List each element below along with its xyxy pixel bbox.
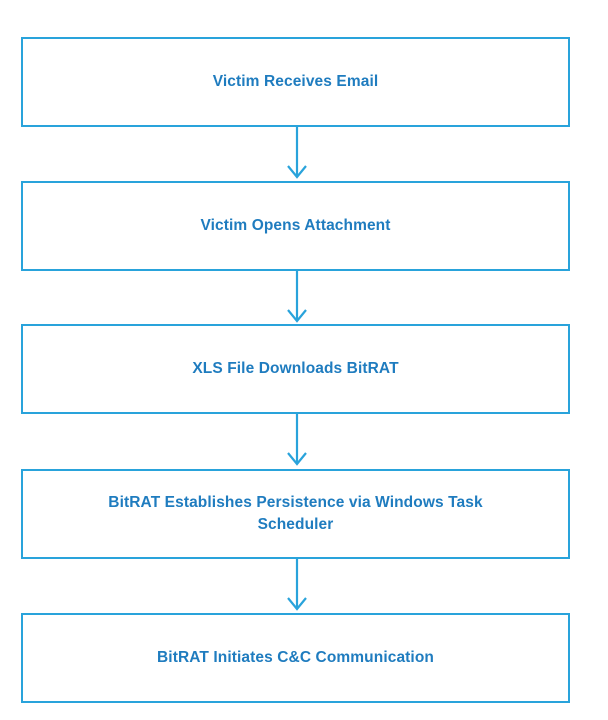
flow-node-label: BitRAT Initiates C&C Communication <box>157 648 434 666</box>
flow-node-label: Victim Receives Email <box>212 72 379 90</box>
down-arrow-icon <box>281 558 313 614</box>
flow-node-bitrat-initiates-cc-communication[interactable]: BitRAT Initiates C&C Communication <box>21 613 570 703</box>
flow-node-bitrat-establishes-persistence[interactable]: BitRAT Establishes Persistence via Windo… <box>21 469 570 559</box>
flow-node-xls-file-downloads-bitrat[interactable]: XLS File Downloads BitRAT <box>21 324 570 414</box>
flow-node-victim-receives-email[interactable]: Victim Receives Email <box>21 37 570 127</box>
flow-node-label: BitRAT Establishes Persistence via Windo… <box>108 493 483 533</box>
flow-node-victim-opens-attachment[interactable]: Victim Opens Attachment <box>21 181 570 271</box>
down-arrow-icon <box>281 413 313 469</box>
down-arrow-icon <box>281 270 313 326</box>
flow-node-label: XLS File Downloads BitRAT <box>192 359 399 377</box>
flow-node-label: Victim Opens Attachment <box>200 216 391 234</box>
down-arrow-icon <box>281 126 313 182</box>
